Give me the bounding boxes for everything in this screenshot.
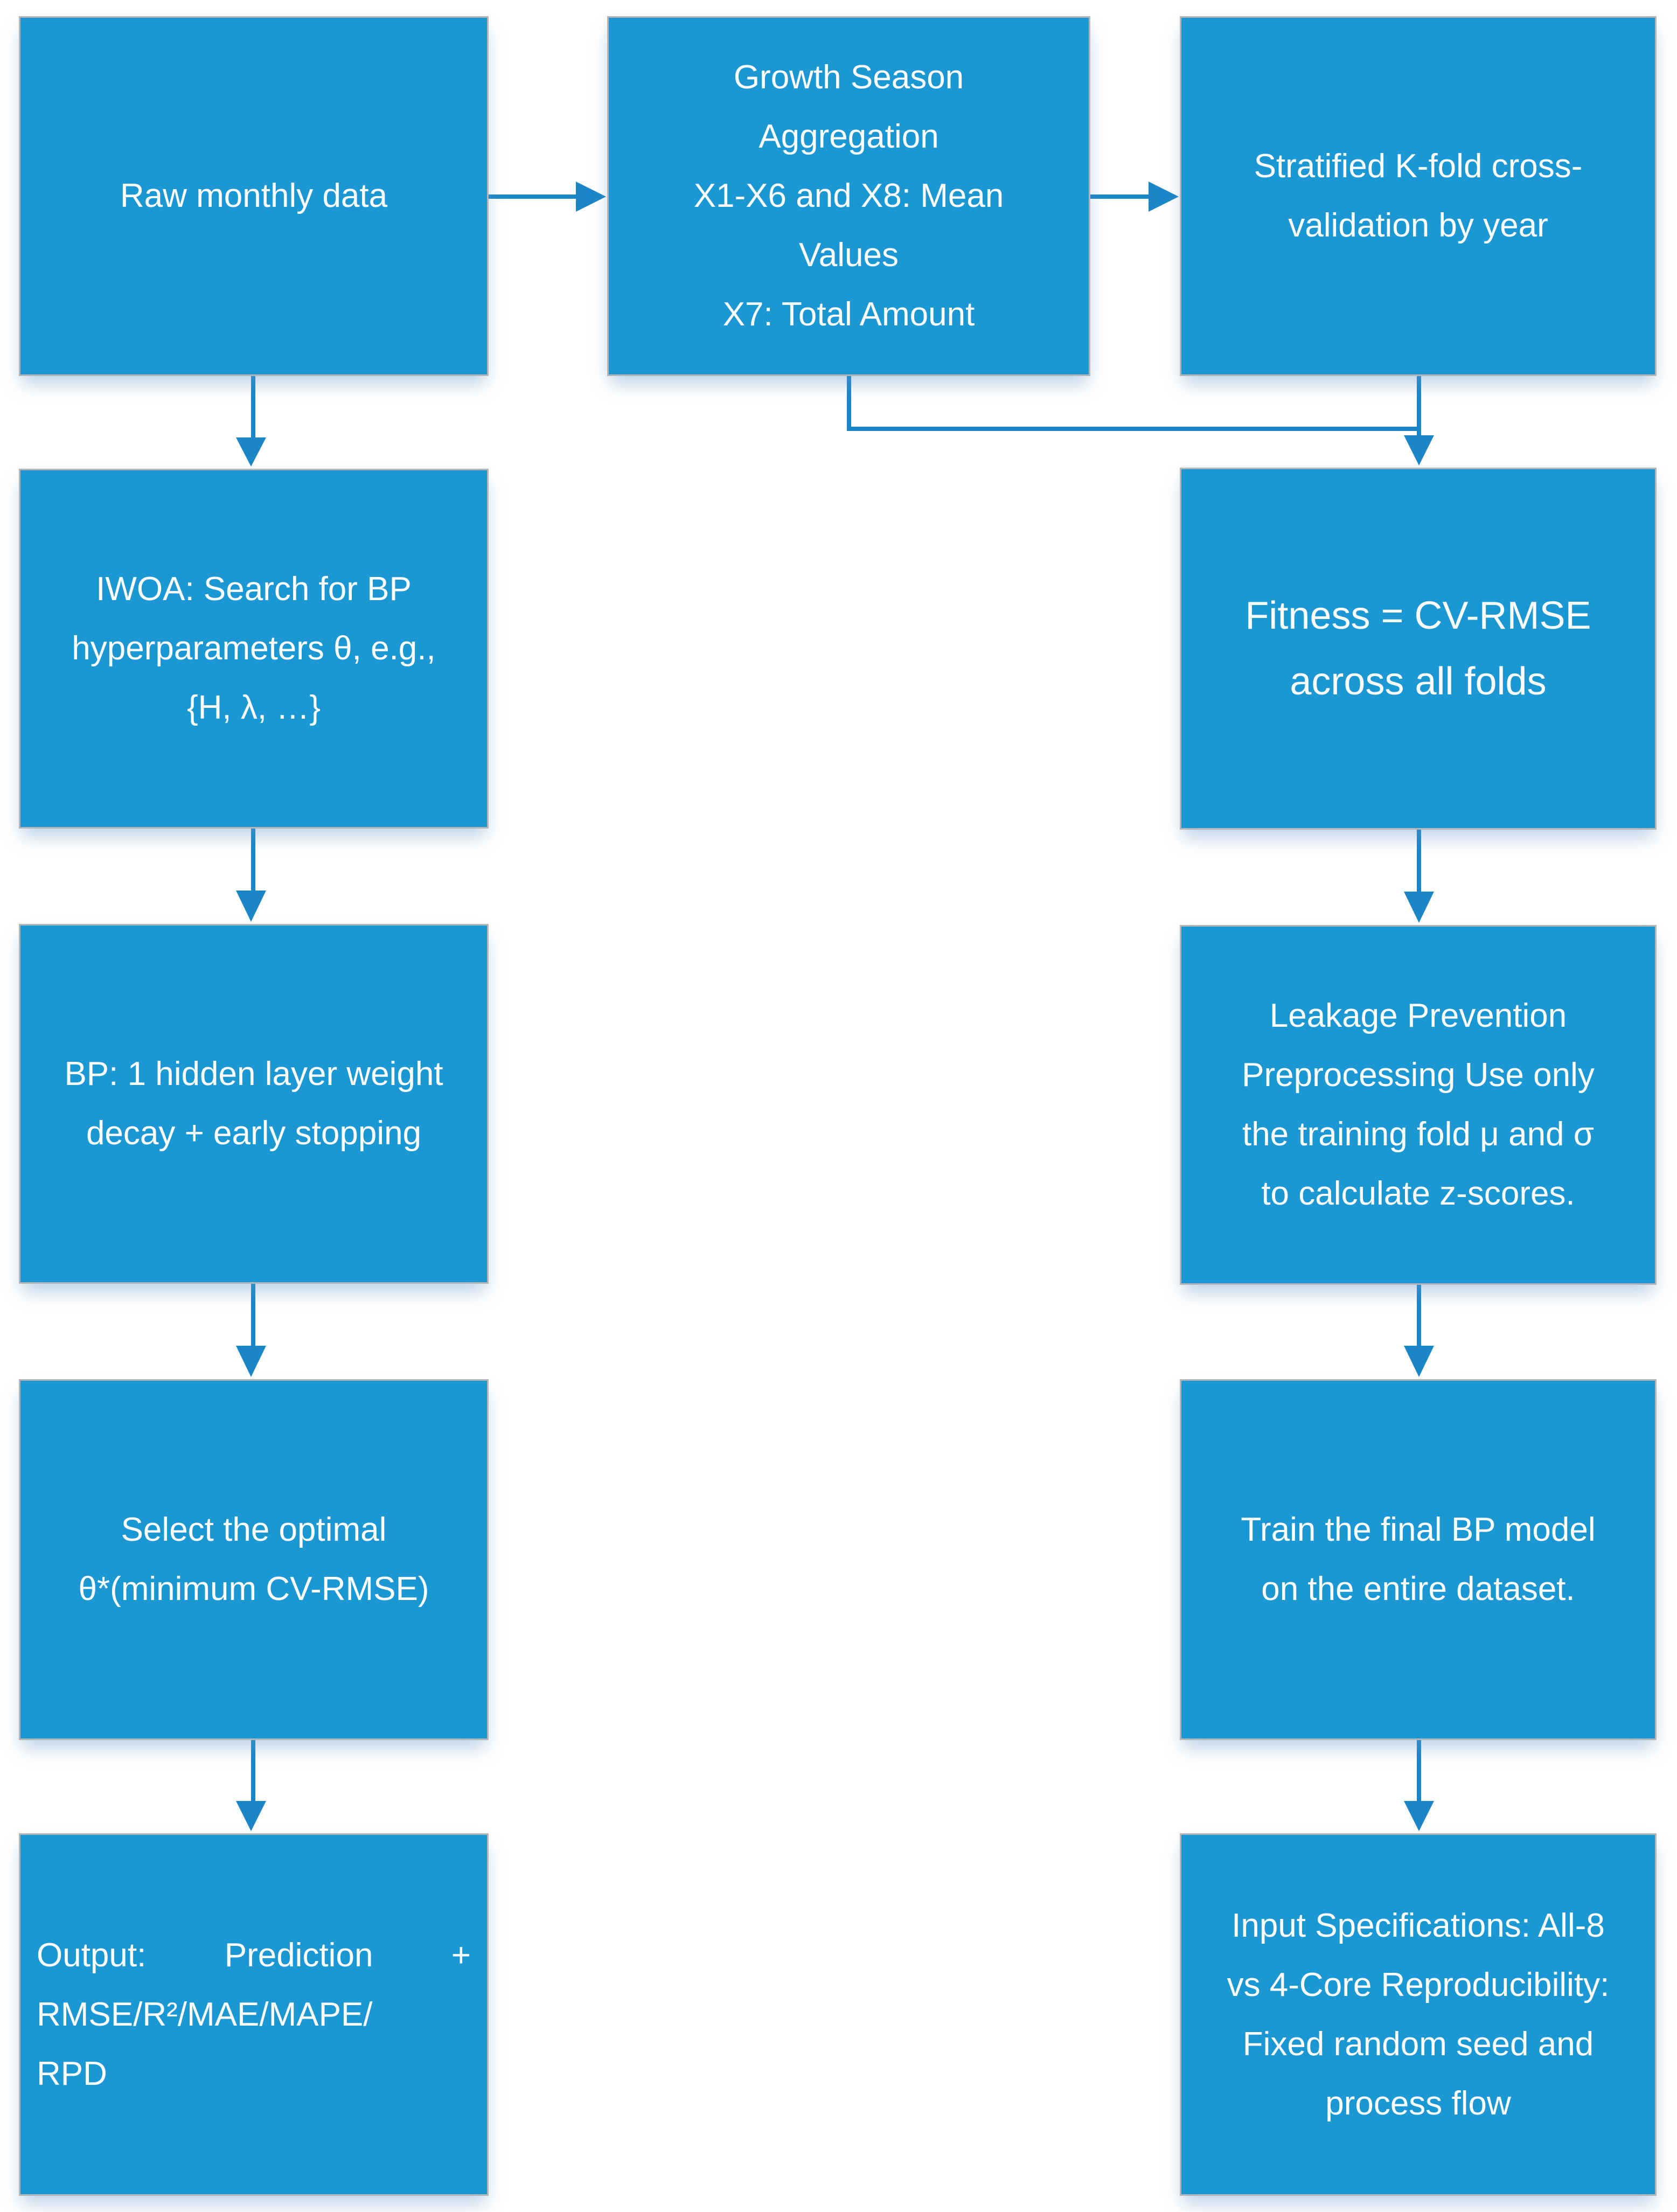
box-text-line: Fixed random seed and <box>1242 2025 1594 2063</box>
arrow-right-icon <box>576 182 606 212</box>
connector-iwoa-to-bp <box>236 829 266 922</box>
box-text-line: X1-X6 and X8: Mean <box>693 177 1004 214</box>
box-text: Select the optimal θ*(minimum CV-RMSE) <box>20 1500 487 1619</box>
arrow-down-icon <box>236 891 266 922</box>
box-text-line: hyperparameters θ, e.g., <box>72 630 436 667</box>
arrow-down-icon <box>1404 892 1434 923</box>
box-text-line: process flow <box>1325 2084 1511 2122</box>
box-text: Output: Prediction + RMSE/R²/MAE/MAPE/ R… <box>20 1926 487 2104</box>
box-text-line: Values <box>799 236 899 274</box>
box-text-line: Input Specifications: All-8 <box>1231 1907 1605 1944</box>
flow-box-select-optimal-theta: Select the optimal θ*(minimum CV-RMSE) <box>19 1379 489 1740</box>
box-text-line: Aggregation <box>759 118 939 155</box>
arrow-down-icon <box>236 1346 266 1377</box>
box-text-line: RPD <box>37 2055 107 2092</box>
flow-box-train-final-model: Train the final BP model on the entire d… <box>1180 1379 1657 1740</box>
box-text-line: Raw monthly data <box>120 177 388 214</box>
box-text: Fitness = CV-RMSE across all folds <box>1181 583 1655 714</box>
box-text-line: decay + early stopping <box>86 1115 422 1152</box>
flow-box-input-specifications: Input Specifications: All-8 vs 4-Core Re… <box>1180 1833 1657 2196</box>
connector-stratified-to-fitness <box>1404 376 1434 465</box>
flow-box-output-metrics: Output: Prediction + RMSE/R²/MAE/MAPE/ R… <box>19 1833 489 2196</box>
box-text-line: validation by year <box>1288 207 1548 244</box>
connector-leakage-to-train <box>1404 1285 1434 1377</box>
connector-growth-to-stratified <box>1090 182 1179 212</box>
box-text-line: RMSE/R²/MAE/MAPE/ <box>37 1995 373 2033</box>
box-text: Stratified K-fold cross- validation by y… <box>1181 137 1655 255</box>
box-text-line: X7: Total Amount <box>722 296 975 333</box>
box-text-line: to calculate z-scores. <box>1261 1175 1575 1212</box>
box-text: Raw monthly data <box>20 166 487 226</box>
connector-select-to-output <box>236 1740 266 1831</box>
box-text: Growth Season Aggregation X1-X6 and X8: … <box>609 48 1089 344</box>
box-text-line: Growth Season <box>733 59 964 96</box>
box-text: Input Specifications: All-8 vs 4-Core Re… <box>1181 1896 1655 2133</box>
box-text-line: {H, λ, …} <box>186 689 321 726</box>
arrow-down-icon <box>236 437 266 467</box>
flow-box-iwoa-search: IWOA: Search for BP hyperparameters θ, e… <box>19 469 489 829</box>
box-text-line: across all folds <box>1290 660 1547 703</box>
box-text: Leakage Prevention Preprocessing Use onl… <box>1181 986 1655 1223</box>
connector-bp-to-select <box>236 1284 266 1377</box>
flow-box-fitness-cv-rmse: Fitness = CV-RMSE across all folds <box>1180 468 1657 830</box>
box-text-line: on the entire dataset. <box>1261 1570 1575 1608</box>
box-text-line: BP: 1 hidden layer weight <box>64 1055 443 1093</box>
box-text-line: Train the final BP model <box>1241 1511 1596 1548</box>
connector-growth-elbow <box>847 376 1421 431</box>
output-word: Prediction <box>224 1936 373 1974</box>
arrow-down-icon <box>236 1801 266 1831</box>
box-text-line: Select the optimal <box>121 1511 387 1548</box>
box-text-line: the training fold μ and σ <box>1242 1116 1595 1153</box>
box-text-line: Stratified K-fold cross- <box>1254 148 1583 185</box>
box-text: BP: 1 hidden layer weight decay + early … <box>20 1045 487 1163</box>
flow-box-leakage-prevention: Leakage Prevention Preprocessing Use onl… <box>1180 925 1657 1285</box>
box-text-line: IWOA: Search for BP <box>96 571 412 608</box>
connector-raw-to-iwoa <box>236 376 266 467</box>
box-text-line: θ*(minimum CV-RMSE) <box>78 1570 429 1608</box>
output-word: + <box>451 1936 471 1974</box>
box-text-line: Fitness = CV-RMSE <box>1245 594 1591 637</box>
arrow-right-icon <box>1149 182 1179 212</box>
arrow-down-icon <box>1404 435 1434 465</box>
flow-box-growth-season-aggregation: Growth Season Aggregation X1-X6 and X8: … <box>607 16 1090 376</box>
box-text: Train the final BP model on the entire d… <box>1181 1500 1655 1619</box>
flow-box-raw-monthly-data: Raw monthly data <box>19 16 489 376</box>
box-text-line: Leakage Prevention <box>1269 997 1567 1034</box>
connector-train-to-input <box>1404 1740 1434 1831</box>
box-text-line: vs 4-Core Reproducibility: <box>1227 1966 1610 2004</box>
connector-fitness-to-leakage <box>1404 830 1434 923</box>
arrow-down-icon <box>1404 1801 1434 1831</box>
flow-box-bp-network: BP: 1 hidden layer weight decay + early … <box>19 924 489 1284</box>
connector-raw-to-growth <box>489 182 606 212</box>
box-text-line: Output: Prediction + <box>37 1926 471 1985</box>
output-word: Output: <box>37 1936 147 1974</box>
box-text: IWOA: Search for BP hyperparameters θ, e… <box>20 560 487 738</box>
arrow-down-icon <box>1404 1346 1434 1377</box>
box-text-line: Preprocessing Use only <box>1242 1056 1595 1094</box>
flow-box-stratified-kfold: Stratified K-fold cross- validation by y… <box>1180 16 1657 376</box>
